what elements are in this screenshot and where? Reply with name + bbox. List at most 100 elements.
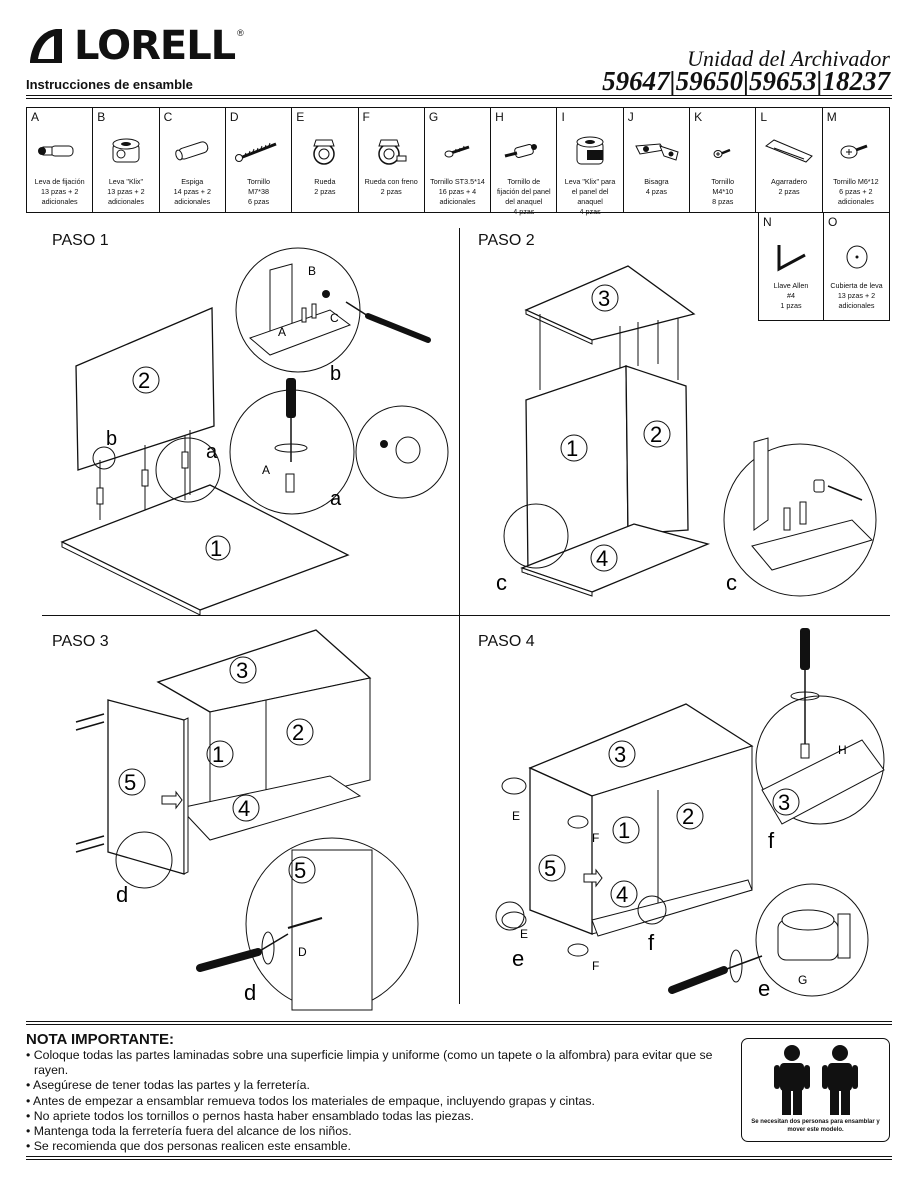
part-letter: M bbox=[826, 110, 837, 124]
klix-cam-icon bbox=[112, 138, 140, 163]
step-4-panel-3-label: 3 bbox=[614, 742, 626, 767]
part-letter: K bbox=[694, 110, 703, 124]
header-rule bbox=[26, 95, 892, 96]
step-4-label-F-top: F bbox=[592, 831, 599, 845]
part-letter: O bbox=[828, 215, 838, 229]
instructions-subtitle: Instrucciones de ensamble bbox=[26, 77, 193, 92]
part-letter: N bbox=[763, 215, 772, 229]
part-letter: L bbox=[760, 110, 768, 124]
part-n: N Llave Allen #4 1 pzas bbox=[759, 213, 824, 320]
step-4-detail-f-label: f bbox=[768, 828, 775, 853]
notes-title: NOTA IMPORTANTE: bbox=[26, 1031, 175, 1048]
part-description: Leva "Klix" 13 pzas + 2 adicionales bbox=[107, 177, 145, 206]
step-2-diagram: 3 1 2 4 c c bbox=[496, 265, 877, 597]
part-description: Tornillo ST3.5*14 16 pzas + 4 adicionale… bbox=[430, 177, 485, 206]
step-3-panel-2-label: 2 bbox=[292, 720, 304, 745]
part-c: C Espiga 14 pzas + 2 adicionales bbox=[160, 108, 226, 212]
step-4-detail-e-label: e bbox=[758, 976, 770, 1001]
step-2-detail-c-label: c bbox=[726, 570, 737, 595]
part-description: Tornillo de fijación del panel del anaqu… bbox=[497, 177, 551, 216]
step-3-panel-1-label: 1 bbox=[212, 742, 224, 767]
note-item: Asegúrese de tener todas las partes y la… bbox=[26, 1078, 726, 1093]
part-a: A Leva de fijación 13 pzas + 2 adicional… bbox=[27, 108, 94, 212]
part-j: J Bisagra 4 pzas bbox=[624, 108, 691, 212]
part-g: G Tornillo ST3.5*14 16 pzas + 4 adiciona… bbox=[425, 108, 492, 212]
part-letter: F bbox=[362, 110, 370, 124]
part-description: Cubierta de leva 13 pzas + 2 adicionales bbox=[830, 281, 883, 310]
step-4-title: PASO 4 bbox=[478, 633, 535, 650]
step-4-detail-panel-3-label: 3 bbox=[778, 790, 790, 815]
part-o: O Cubierta de leva 13 pzas + 2 adicional… bbox=[824, 213, 889, 320]
step-divider-horizontal bbox=[42, 615, 890, 616]
step-3-label-D: D bbox=[298, 945, 307, 959]
step-3-title: PASO 3 bbox=[52, 633, 109, 650]
step-2-panel-1-label: 1 bbox=[566, 436, 578, 461]
part-e: E Rueda 2 pzas bbox=[292, 108, 359, 212]
notes-rule-top-2 bbox=[26, 1024, 892, 1025]
step-1-title: PASO 1 bbox=[52, 232, 109, 249]
part-d: D Tornillo M7*38 6 pzas bbox=[226, 108, 293, 212]
caster-icon bbox=[313, 139, 335, 165]
note-item: Coloque todas las partes laminadas sobre… bbox=[26, 1048, 726, 1078]
part-description: Agarradero 2 pzas bbox=[771, 177, 808, 196]
part-f: F Rueda con freno 2 pzas bbox=[359, 108, 425, 212]
step-1-panel-1-label: 1 bbox=[210, 536, 222, 561]
step-3-panel-3-label: 3 bbox=[236, 658, 248, 683]
step-3-diagram: 3 2 1 4 5 d 5 D d bbox=[75, 629, 419, 1011]
part-i: I Leva "Klix" para el panel del anaquel … bbox=[557, 108, 624, 216]
part-letter: C bbox=[163, 110, 173, 124]
part-description: Tornillo M4*10 8 pzas bbox=[711, 177, 735, 206]
registered-mark: ® bbox=[237, 28, 244, 38]
brand-name: LORELL bbox=[74, 23, 236, 69]
note-item: Mantenga toda la ferretería fuera del al… bbox=[26, 1124, 726, 1139]
step-2-panel-2-label: 2 bbox=[650, 422, 662, 447]
step-1-label-B: B bbox=[308, 264, 316, 278]
step-3-detail-panel-5-label: 5 bbox=[294, 858, 306, 883]
step-4-panel-1-label: 1 bbox=[618, 818, 630, 843]
part-letter: I bbox=[561, 110, 565, 124]
part-letter: J bbox=[627, 110, 634, 124]
step-1-detail-a-label-A: A bbox=[262, 463, 270, 477]
step-1-panel-2-label: 2 bbox=[138, 368, 150, 393]
part-l: L Agarradero 2 pzas bbox=[756, 108, 823, 212]
footer-rule bbox=[26, 1156, 892, 1157]
step-1-detail-b-label: b bbox=[330, 363, 341, 385]
part-letter: E bbox=[296, 110, 305, 124]
small-screw-icon bbox=[713, 148, 731, 158]
part-k: K Tornillo M4*10 8 pzas bbox=[690, 108, 757, 212]
step-1-detail-a-label: a bbox=[330, 488, 342, 510]
notes-rule-top bbox=[26, 1021, 892, 1022]
part-description: Tornillo M6*12 6 pzas + 2 adicionales bbox=[833, 177, 879, 206]
part-description: Tornillo M7*38 6 pzas bbox=[247, 177, 270, 206]
two-person-notice: Se necesitan dos personas para ensamblar… bbox=[741, 1038, 890, 1142]
note-item: No apriete todos los tornillos o pernos … bbox=[26, 1109, 726, 1124]
footer-rule-2 bbox=[26, 1159, 892, 1160]
step-4-panel-5-label: 5 bbox=[544, 856, 556, 881]
step-3-detail-d-label: d bbox=[244, 980, 256, 1005]
note-item: Se recomienda que dos personas realicen … bbox=[26, 1139, 726, 1154]
handle-icon bbox=[765, 139, 814, 163]
brand-logo: LORELL ® bbox=[26, 22, 244, 70]
part-b: B Leva "Klix" 13 pzas + 2 adicionales bbox=[93, 108, 160, 212]
part-description: Llave Allen #4 1 pzas bbox=[773, 281, 809, 310]
two-person-caption: Se necesitan dos personas para ensamblar… bbox=[751, 1119, 880, 1133]
lorell-mark-icon bbox=[30, 29, 62, 63]
part-h: H Tornillo de fijación del panel del ana… bbox=[491, 108, 558, 216]
header-rule-2 bbox=[26, 98, 892, 99]
parts-table: A Leva de fijación 13 pzas + 2 adicional… bbox=[26, 107, 890, 216]
step-4-callout-f: f bbox=[648, 930, 655, 955]
step-4-callout-e: e bbox=[512, 946, 524, 971]
notes-list: Coloque todas las partes laminadas sobre… bbox=[26, 1048, 726, 1154]
step-3-callout-d: d bbox=[116, 882, 128, 907]
part-letter: G bbox=[428, 110, 439, 124]
step-4-diagram: 3 1 2 5 4 E F E F e f 3 H f G e bbox=[495, 628, 885, 1001]
part-letter: H bbox=[495, 110, 504, 124]
two-people-icon bbox=[774, 1045, 858, 1115]
model-numbers: 59647|59650|59653|18237 bbox=[602, 66, 890, 96]
step-1-label-A: A bbox=[278, 325, 286, 339]
step-2-title: PASO 2 bbox=[478, 232, 535, 249]
step-1-callout-b: b bbox=[106, 428, 117, 450]
part-description: Leva de fijación 13 pzas + 2 adicionales bbox=[34, 177, 85, 206]
hinge-icon bbox=[634, 143, 679, 161]
part-description: Leva "Klix" para el panel del anaquel 4 … bbox=[564, 177, 616, 216]
